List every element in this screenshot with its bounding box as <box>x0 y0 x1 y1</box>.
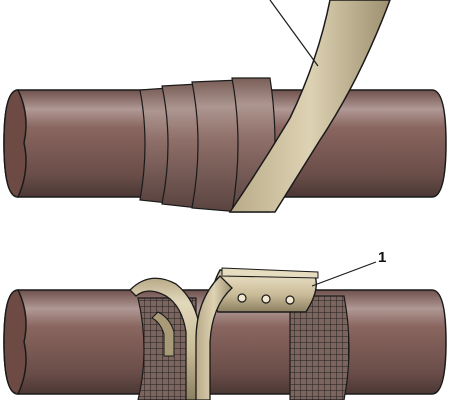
top-tape-strip <box>228 0 391 213</box>
top-leader-line <box>269 0 319 67</box>
bottom-buckle-top <box>221 267 319 279</box>
bottom-figure-band-clamp <box>3 261 447 400</box>
buckle-hole <box>261 294 271 304</box>
buckle-hole <box>285 295 295 305</box>
callout-1-leader-line <box>311 261 377 287</box>
top-figure-tape-wrapping <box>3 0 447 213</box>
bottom-clamp-band-rear <box>151 311 175 357</box>
top-pipe-end <box>3 89 27 198</box>
callout-1-label: 1 <box>378 249 387 266</box>
buckle-hole <box>237 293 247 303</box>
bottom-pipe-end <box>3 289 27 395</box>
bottom-buckle-strap <box>195 275 233 400</box>
bottom-clamp-band <box>129 277 201 400</box>
